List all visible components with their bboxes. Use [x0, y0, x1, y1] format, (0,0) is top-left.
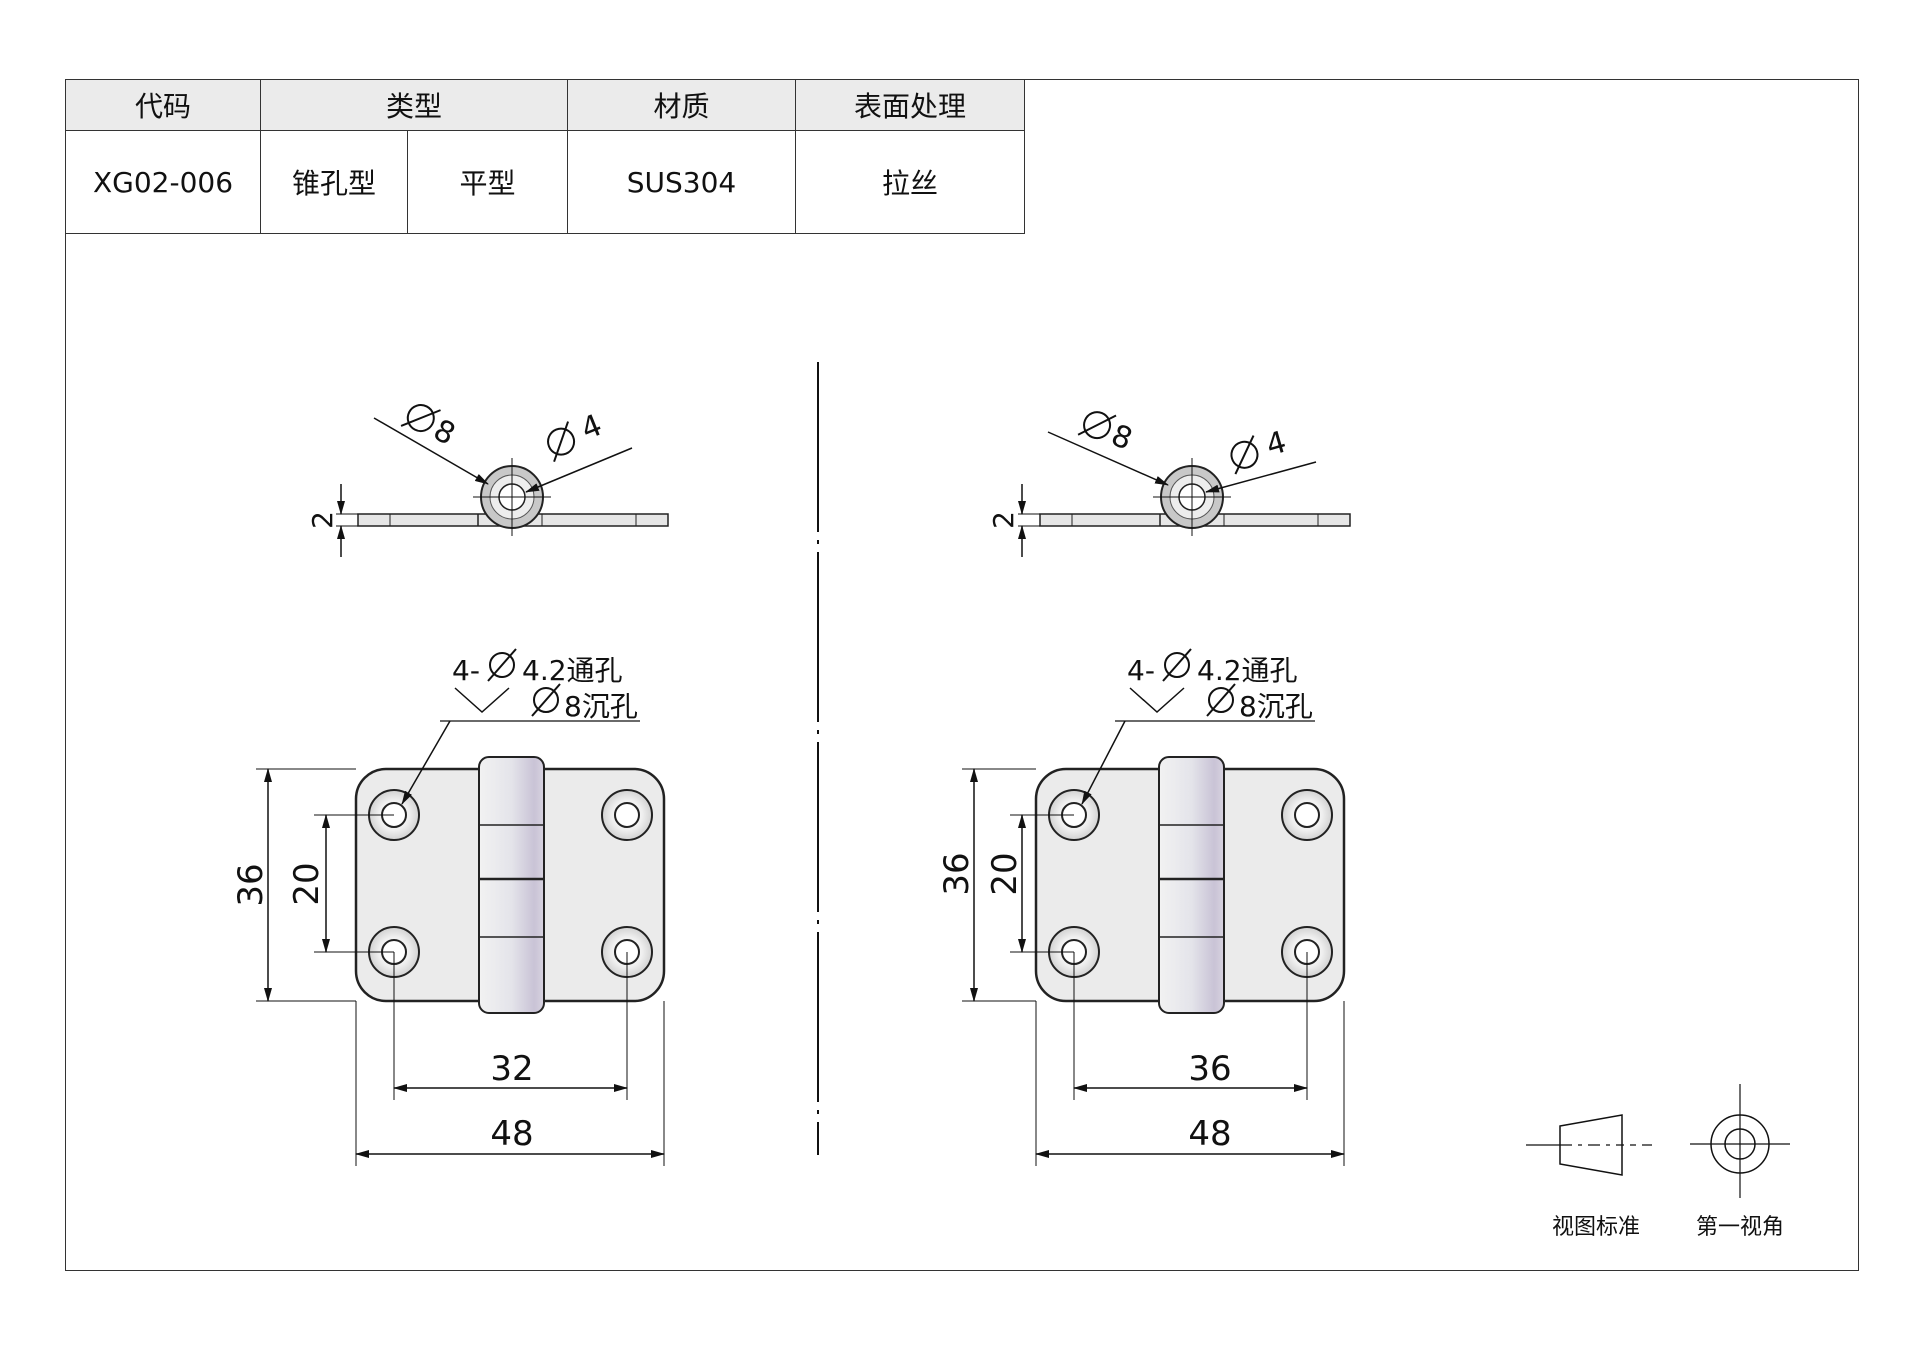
right-outer-dia-label: 8 [1077, 411, 1137, 458]
diameter-icon [1162, 648, 1192, 682]
diameter-icon [531, 683, 561, 717]
left-thickness-dim: 2 [306, 511, 339, 529]
header-surface: 表面处理 [795, 79, 1025, 131]
right-pitch-v-dim: 20 [985, 852, 1025, 895]
right-pitch-h-dim: 36 [1188, 1049, 1231, 1089]
projection-legend: 视图标准 第一视角 [1526, 1084, 1790, 1240]
header-material: 材质 [567, 79, 796, 131]
header-type: 类型 [260, 79, 568, 131]
truncated-cone-icon [1526, 1114, 1652, 1176]
value-type-2: 平型 [407, 130, 568, 234]
value-material: SUS304 [567, 130, 796, 234]
countersink-symbol [1129, 687, 1185, 714]
left-outer-dia-label: 8 [400, 404, 461, 453]
right-width-dim: 48 [1188, 1114, 1231, 1154]
legend-view-standard: 视图标准 [1552, 1215, 1640, 1240]
right-counterbore: 8沉孔 [1239, 690, 1313, 723]
right-knuckle [1158, 756, 1225, 1014]
right-side-view: 8 4 2 [987, 411, 1351, 557]
left-pitch-v-dim: 20 [287, 862, 327, 905]
left-counterbore: 8沉孔 [564, 690, 638, 723]
legend-first-angle: 第一视角 [1696, 1215, 1784, 1240]
left-pitch-h-dim: 32 [490, 1049, 533, 1089]
svg-text:4: 4 [1262, 425, 1290, 464]
svg-text:4: 4 [576, 408, 607, 448]
right-hole-note-prefix: 4- [1127, 654, 1155, 687]
value-surface: 拉丝 [795, 130, 1025, 234]
right-thickness-dim: 2 [987, 511, 1020, 529]
left-height-dim: 36 [231, 863, 271, 906]
left-hole-dia: 4.2通孔 [522, 654, 623, 687]
value-code: XG02-006 [65, 130, 261, 234]
diameter-icon [1206, 683, 1236, 717]
left-inner-dia-label: 4 [547, 408, 607, 463]
spec-table-value-row: XG02-006 锥孔型 平型 SUS304 拉丝 [65, 130, 1025, 234]
diameter-icon [487, 648, 517, 682]
svg-text:8: 8 [428, 413, 461, 453]
right-inner-dia-label: 4 [1230, 425, 1290, 475]
right-hole [1281, 789, 1333, 841]
left-front-view: 4- 4.2通孔 8沉孔 36 20 [231, 648, 666, 1166]
spec-table: 代码 类型 材质 表面处理 XG02-006 锥孔型 平型 SUS304 拉丝 [65, 79, 1025, 234]
left-width-dim: 48 [490, 1114, 533, 1154]
right-view: 8 4 2 [937, 411, 1351, 1166]
countersink-symbol [454, 687, 510, 714]
spec-table-header-row: 代码 类型 材质 表面处理 [65, 79, 1025, 131]
left-side-view: 8 4 2 [306, 404, 669, 557]
left-hole-note-prefix: 4- [452, 654, 480, 687]
right-height-dim: 36 [937, 852, 977, 895]
right-hole-dia: 4.2通孔 [1197, 654, 1298, 687]
right-front-view: 4- 4.2通孔 8沉孔 36 20 [937, 648, 1346, 1166]
left-hole [601, 789, 653, 841]
first-angle-projection-icon [1690, 1084, 1790, 1198]
left-knuckle [478, 756, 545, 1014]
left-view: 8 4 2 [231, 404, 669, 1166]
